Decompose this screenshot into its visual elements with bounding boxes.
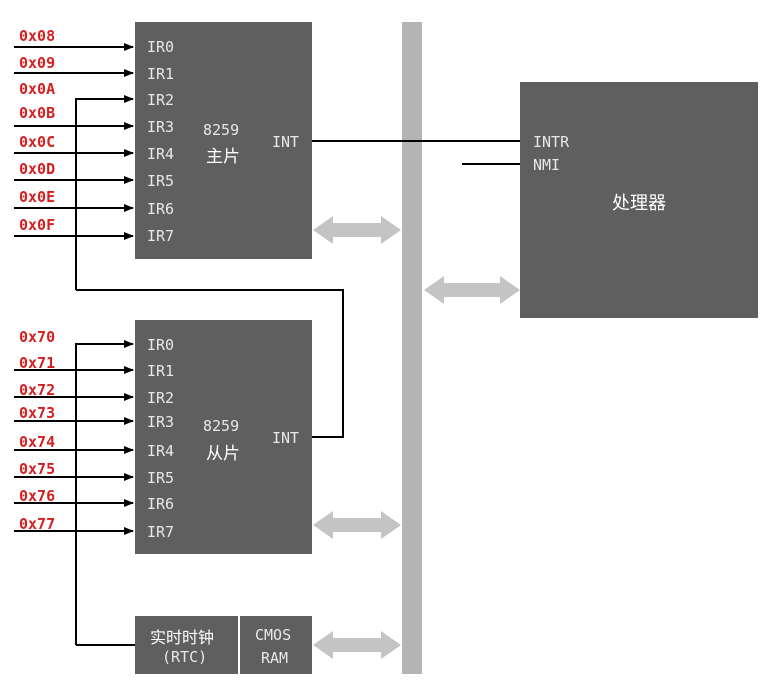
master-int-label: INT [272, 133, 300, 151]
master-vector-5: 0x0D [19, 160, 56, 178]
slave-vector-4: 0x74 [19, 433, 56, 451]
master-chip-label: 8259 [203, 121, 240, 139]
master-vector-6: 0x0E [19, 188, 56, 206]
slave-vector-5: 0x75 [19, 460, 56, 478]
slave-8259 [135, 320, 312, 554]
master-name-label: 主片 [206, 147, 240, 167]
slave-pin-ir3: IR3 [147, 413, 175, 431]
master-vector-7: 0x0F [19, 216, 56, 234]
slave-pin-ir2: IR2 [147, 389, 175, 407]
master-8259 [135, 22, 312, 259]
master-pin-ir2: IR2 [147, 91, 175, 109]
slave-chip-label: 8259 [203, 417, 240, 435]
master-pin-ir3: IR3 [147, 118, 175, 136]
slave-pin-ir5: IR5 [147, 469, 175, 487]
system-bus [402, 22, 422, 674]
master-pin-ir4: IR4 [147, 145, 175, 163]
master-input-lines [14, 43, 134, 290]
master-vector-1: 0x09 [19, 54, 56, 72]
processor-bus-arrow [424, 276, 520, 304]
master-pin-ir6: IR6 [147, 200, 175, 218]
master-bus-arrow [313, 216, 401, 244]
slave-pin-ir4: IR4 [147, 442, 175, 460]
slave-vector-0: 0x70 [19, 328, 56, 346]
slave-vector-7: 0x77 [19, 515, 56, 533]
processor [520, 82, 758, 318]
nmi-label: NMI [533, 156, 561, 174]
slave-vector-6: 0x76 [19, 487, 56, 505]
slave-name-label: 从片 [206, 444, 240, 464]
slave-pin-ir7: IR7 [147, 523, 175, 541]
master-pin-ir7: IR7 [147, 227, 175, 245]
master-vector-0: 0x08 [19, 27, 56, 45]
rtc-abbr: (RTC) [162, 648, 208, 666]
rtc-block [135, 616, 238, 674]
cmos-ram-block [240, 616, 312, 674]
cmos-label: CMOS [255, 626, 292, 644]
processor-label: 处理器 [612, 193, 666, 214]
rtc-name: 实时时钟 [150, 628, 215, 647]
intr-label: INTR [533, 133, 570, 151]
slave-input-lines [14, 340, 134, 645]
ram-label: RAM [261, 649, 289, 667]
master-vector-3: 0x0B [19, 104, 56, 122]
master-pin-ir5: IR5 [147, 172, 175, 190]
slave-pin-ir6: IR6 [147, 495, 175, 513]
slave-pin-ir0: IR0 [147, 336, 175, 354]
slave-int-label: INT [272, 429, 300, 447]
master-pin-ir1: IR1 [147, 65, 175, 83]
cascade-line [76, 289, 344, 438]
master-pin-ir0: IR0 [147, 38, 175, 56]
slave-vector-2: 0x72 [19, 381, 56, 399]
slave-bus-arrow [313, 511, 401, 539]
master-vector-2: 0x0A [19, 80, 56, 98]
master-vector-4: 0x0C [19, 133, 56, 151]
rtc-bus-arrow [313, 631, 401, 659]
slave-vector-3: 0x73 [19, 404, 56, 422]
slave-pin-ir1: IR1 [147, 362, 175, 380]
slave-vector-1: 0x71 [19, 354, 56, 372]
